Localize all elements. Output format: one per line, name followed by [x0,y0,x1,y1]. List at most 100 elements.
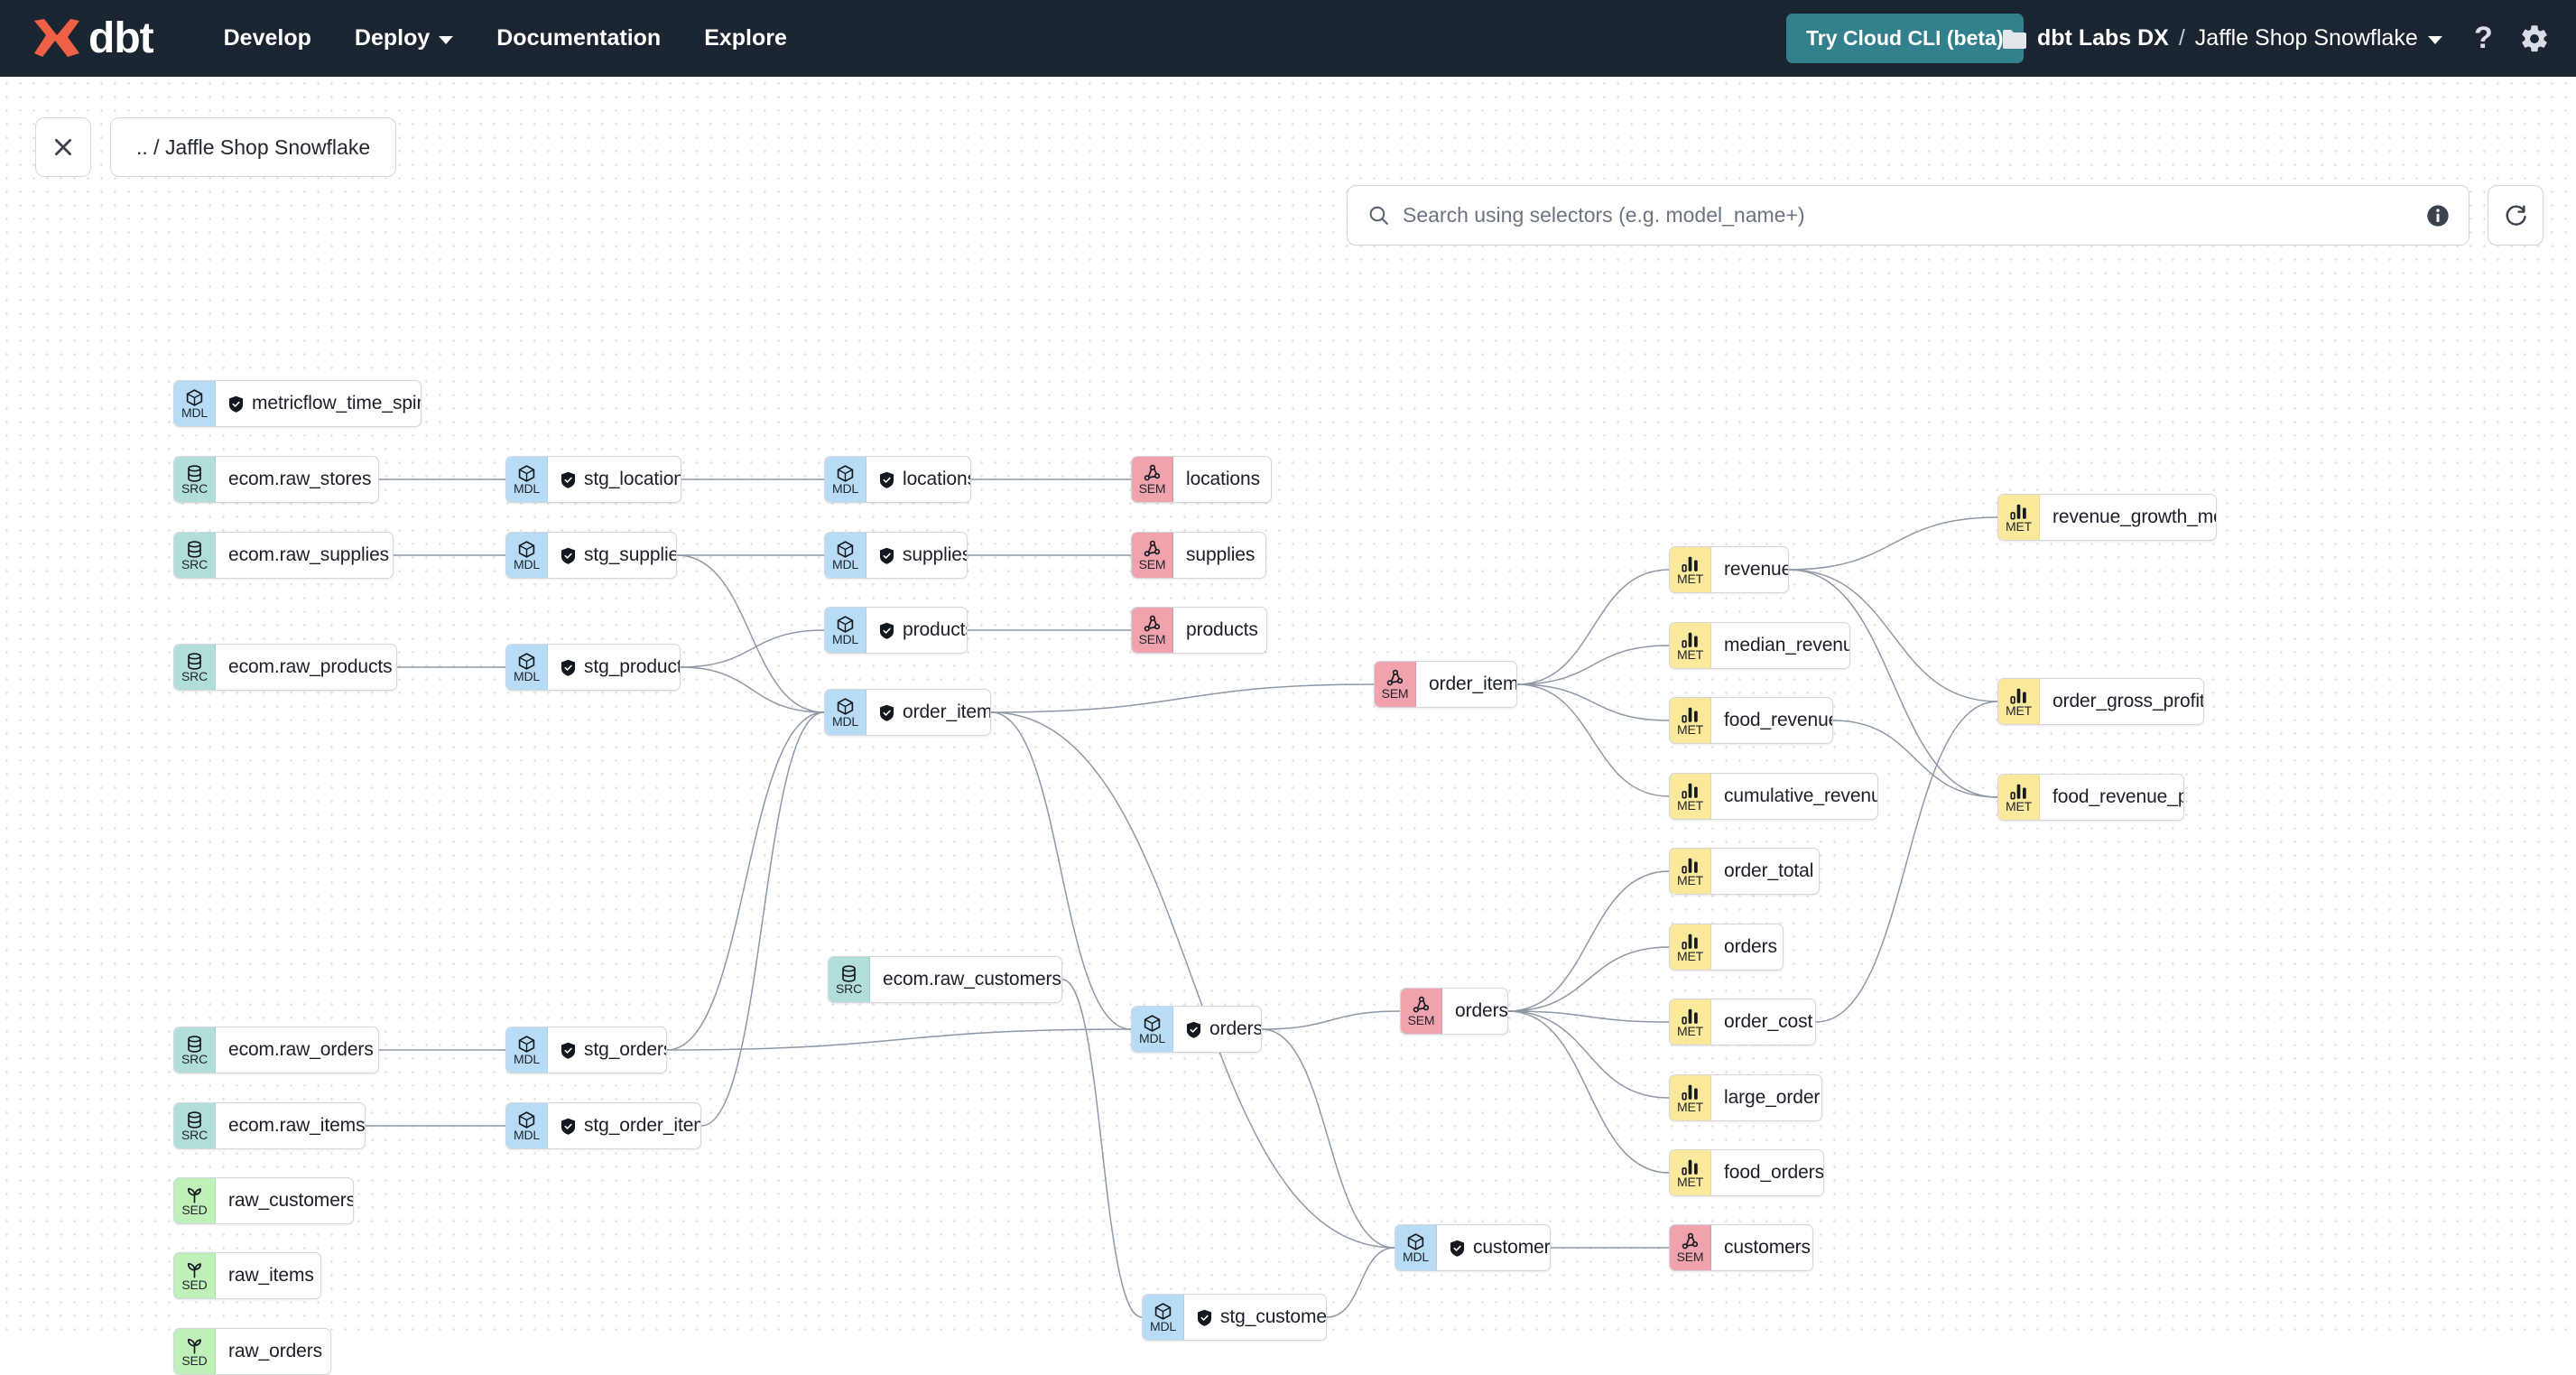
node-label: raw_orders [228,1341,323,1361]
node-type-label: MDL [1150,1318,1176,1333]
node-type-label: SRC [181,556,208,571]
node-body: revenue_growth_mom [2040,495,2216,540]
bar-chart-icon [2009,686,2028,704]
node-type-label: MET [1677,1099,1703,1114]
graph-node-ecom_raw_stores[interactable]: SRC ecom.raw_stores [173,456,379,503]
breadcrumb-account[interactable]: dbt Labs DX [2037,25,2169,51]
seedling-icon [185,1260,204,1278]
seedling-icon [185,1336,204,1354]
node-body: supplies [866,533,967,578]
node-type-badge-met: MET [1670,1075,1711,1120]
graph-node-met_median_revenue[interactable]: MET median_revenue [1669,622,1850,669]
node-label: orders [1209,1018,1262,1039]
search-input[interactable] [1403,203,2425,228]
gear-icon[interactable] [2519,0,2550,77]
node-label: stg_order_items [584,1115,700,1136]
node-type-label: SEM [1381,685,1409,701]
nav-link-develop-label: Develop [223,25,311,51]
node-type-label: MDL [832,713,858,729]
lineage-canvas[interactable]: .. / Jaffle Shop Snowflake MDLmetricflow… [0,77,2576,1375]
node-type-label: SRC [181,1127,208,1142]
refresh-button[interactable] [2488,185,2544,246]
node-type-label: SRC [181,668,208,683]
dbt-logo[interactable]: dbt [30,16,154,60]
node-body: food_revenue [1711,698,1832,743]
breadcrumb-separator: / [2178,25,2185,51]
help-icon[interactable]: ? [2474,0,2493,77]
node-type-badge-met: MET [1670,924,1711,970]
close-icon [55,139,71,155]
try-cloud-cli-button[interactable]: Try Cloud CLI (beta) [1786,14,2024,63]
node-type-label: MDL [514,668,540,683]
node-label: ecom.raw_stores [228,469,372,489]
node-label: median_revenue [1724,635,1850,655]
canvas-breadcrumb-chip[interactable]: .. / Jaffle Shop Snowflake [110,117,397,177]
nav-link-documentation[interactable]: Documentation [496,25,661,51]
nav-link-explore[interactable]: Explore [704,25,787,51]
node-type-badge-met: MET [1670,849,1711,894]
node-label: customers [1724,1237,1811,1258]
node-type-badge-met: MET [1670,698,1711,743]
breadcrumb-project[interactable]: Jaffle Shop Snowflake [2194,25,2418,51]
node-body: raw_customers [216,1178,353,1223]
node-type-label: SRC [181,480,208,496]
cube-icon [836,464,855,482]
node-type-badge-sed: SED [174,1253,216,1298]
node-label: ecom.raw_orders [228,1039,374,1060]
node-type-badge-src: SRC [174,533,216,578]
close-button[interactable] [35,117,91,177]
node-type-badge-met: MET [1670,999,1711,1045]
node-type-badge-mdl: MDL [825,690,866,735]
nav-link-develop[interactable]: Develop [224,25,311,51]
info-icon[interactable] [2425,203,2451,228]
shield-icon [879,704,894,721]
chevron-down-icon[interactable] [2427,36,2442,44]
node-type-badge-met: MET [1670,623,1711,668]
node-type-badge-mdl: MDL [825,457,866,502]
node-body: raw_orders [216,1329,330,1374]
database-icon [185,1035,204,1053]
search-bar[interactable] [1347,185,2469,246]
nav-link-deploy[interactable]: Deploy [355,25,454,51]
graph-node-mdl_customers[interactable]: MDLcustomers [1395,1224,1551,1271]
